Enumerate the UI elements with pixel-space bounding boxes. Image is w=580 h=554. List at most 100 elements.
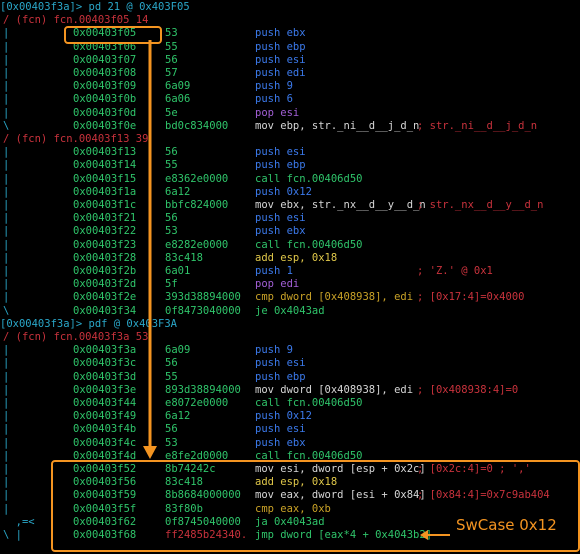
flow-gutter: | [3, 199, 10, 211]
flow-gutter: | [3, 410, 10, 423]
instruction-bytes: 6a01 [165, 265, 191, 277]
instruction-mnemonic: push ebp [255, 159, 306, 172]
flow-gutter: | [3, 278, 10, 291]
instruction-address: 0x00403f23 [73, 238, 137, 251]
instruction-comment: ; [0x84:4]=0x7c9ab404 [417, 489, 550, 502]
annotation-arrow-head [143, 446, 157, 459]
instruction-mnemonic: call fcn.00406d50 [255, 397, 363, 409]
flow-gutter: | [3, 67, 10, 79]
instruction-bytes: 6a06 [165, 93, 191, 106]
instruction-bytes: 6a12 [165, 410, 191, 423]
instruction-bytes: 55 [165, 159, 178, 172]
instruction-address: 0x00403f05 [73, 27, 137, 40]
instruction-mnemonic: push 9 [255, 344, 293, 357]
flow-gutter: | [3, 357, 10, 370]
instruction-mnemonic: push ebx [255, 225, 306, 238]
instruction-address: 0x00403f44 [73, 397, 137, 409]
instruction-address: 0x00403f4c [73, 436, 137, 449]
instruction-mnemonic: call fcn.00406d50 [255, 449, 363, 462]
instruction-bytes: 0f8473040000 [165, 304, 241, 317]
flow-gutter: | [3, 53, 10, 66]
flow-gutter: | [3, 476, 10, 489]
instruction-mnemonic: mov ebp, str._ni__d__j_d_n [255, 119, 420, 132]
flow-gutter: | [3, 265, 10, 277]
instruction-bytes: 893d38894000 [165, 383, 241, 396]
instruction-comment: ; [0x17:4]=0x4000 [417, 291, 525, 304]
function-header-text: / (fcn) fcn.00403f3a 53 [3, 331, 149, 343]
instruction-bytes: 56 [165, 53, 178, 66]
function-header-text: / (fcn) fcn.00403f13 39 [3, 133, 149, 145]
instruction-mnemonic: cmp dword [0x408938], edi [255, 291, 414, 304]
instruction-bytes: 55 [165, 40, 178, 53]
instruction-mnemonic: push ebx [255, 436, 306, 449]
instruction-mnemonic: mov eax, dword [esi + 0x84] [255, 489, 426, 502]
instruction-comment: ; [0x2c:4]=0 ; ',' [417, 463, 531, 475]
flow-gutter: | [3, 489, 10, 502]
instruction-bytes: 6a09 [165, 80, 191, 93]
flow-gutter: | [3, 27, 10, 40]
flow-gutter: | [3, 344, 10, 357]
instruction-address: 0x00403f3c [73, 357, 137, 370]
flow-gutter: | [3, 93, 10, 106]
instruction-address: 0x00403f0d [73, 106, 137, 119]
flow-gutter: | [3, 502, 10, 515]
instruction-address: 0x00403f49 [73, 410, 137, 423]
instruction-address: 0x00403f56 [73, 476, 137, 489]
instruction-bytes: 393d38894000 [165, 291, 241, 304]
instruction-address: 0x00403f13 [73, 146, 137, 159]
instruction-address: 0x00403f1c [73, 199, 137, 211]
instruction-address: 0x00403f3e [73, 383, 137, 396]
instruction-mnemonic: push esi [255, 357, 306, 370]
flow-gutter: | [3, 159, 10, 172]
instruction-mnemonic: add esp, 0x18 [255, 476, 338, 489]
instruction-mnemonic: cmp eax, 0xb [255, 502, 331, 515]
instruction-mnemonic: call fcn.00406d50 [255, 238, 363, 251]
instruction-bytes: e8072e0000 [165, 397, 229, 409]
instruction-address: 0x00403f1a [73, 185, 137, 198]
flow-gutter: ,=< [3, 515, 35, 528]
instruction-mnemonic: mov dword [0x408938], edi [255, 383, 414, 396]
instruction-bytes: 83c418 [165, 251, 203, 264]
instruction-mnemonic: push ebp [255, 370, 306, 383]
instruction-bytes: 53 [165, 436, 178, 449]
instruction-comment: ; 'Z.' @ 0x1 [417, 265, 493, 277]
instruction-bytes: 6a09 [165, 344, 191, 357]
instruction-mnemonic: push ebp [255, 40, 306, 53]
instruction-address: 0x00403f28 [73, 251, 137, 264]
flow-gutter: | [3, 463, 10, 475]
instruction-comment: ; str._ni__d__j_d_n [417, 119, 538, 132]
instruction-mnemonic: push 0x12 [255, 185, 312, 198]
instruction-address: 0x00403f5f [73, 502, 137, 515]
instruction-address: 0x00403f62 [73, 515, 137, 528]
instruction-bytes: 8b74242c [165, 463, 216, 475]
instruction-bytes: e8362e0000 [165, 172, 229, 185]
flow-gutter: | [3, 449, 10, 462]
instruction-address: 0x00403f22 [73, 225, 137, 238]
instruction-bytes: 5f [165, 278, 178, 291]
flow-gutter: | [3, 370, 10, 383]
function-header-text: / (fcn) fcn.00403f05 14 [3, 14, 149, 27]
highlight-box-switch-block [51, 460, 580, 552]
flow-gutter: | [3, 80, 10, 93]
instruction-bytes: 8b8684000000 [165, 489, 241, 502]
instruction-address: 0x00403f3a [73, 344, 137, 357]
instruction-address: 0x00403f59 [73, 489, 137, 502]
instruction-mnemonic: ja 0x4043ad [255, 515, 325, 528]
instruction-address: 0x00403f2d [73, 278, 137, 291]
instruction-mnemonic: add esp, 0x18 [255, 251, 338, 264]
instruction-bytes: bd0c834000 [165, 119, 229, 132]
instruction-address: 0x00403f3d [73, 370, 137, 383]
flow-gutter: | [3, 146, 10, 159]
instruction-bytes: 56 [165, 146, 178, 159]
flow-gutter: | [3, 423, 10, 436]
instruction-address: 0x00403f68 [73, 529, 137, 541]
flow-gutter: | [3, 40, 10, 53]
flow-gutter: | [3, 436, 10, 449]
instruction-comment: ; [0x408938:4]=0 [417, 383, 519, 396]
instruction-bytes: 55 [165, 370, 178, 383]
instruction-bytes: 56 [165, 423, 178, 436]
instruction-address: 0x00403f0e [73, 119, 137, 132]
instruction-mnemonic: push esi [255, 423, 306, 436]
instruction-bytes: 0f8745040000 [165, 515, 241, 528]
instruction-address: 0x00403f0b [73, 93, 137, 106]
